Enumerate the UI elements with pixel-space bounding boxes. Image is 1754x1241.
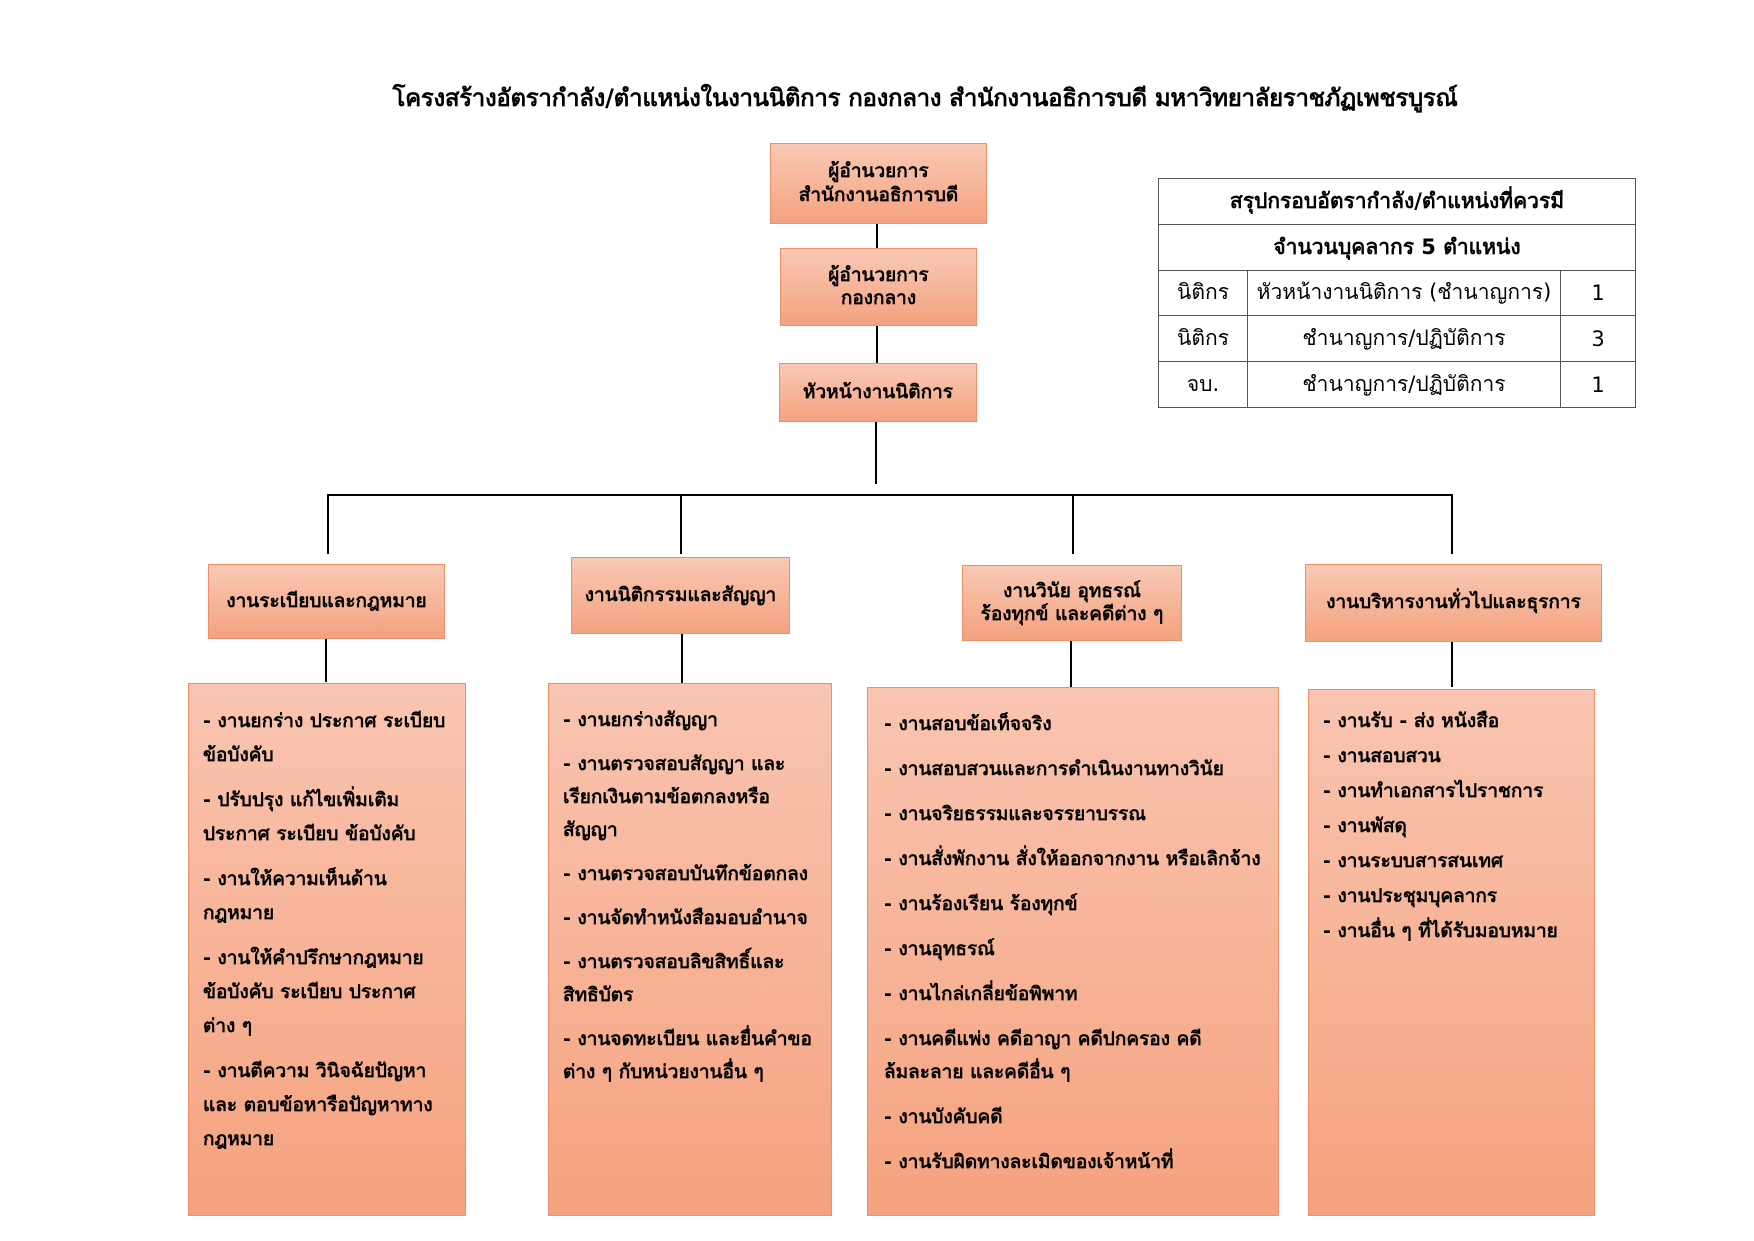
legal-head-box: หัวหน้างานนิติการ bbox=[779, 363, 977, 422]
director-division-line-2: กองกลาง bbox=[840, 287, 917, 309]
unit-label: งานนิติกรรมและสัญญา bbox=[584, 583, 777, 606]
summary-count: 1 bbox=[1559, 269, 1637, 317]
task-item: - งานรับ - ส่ง หนังสือ bbox=[1323, 710, 1500, 732]
task-item: - งานระบบสารสนเทศ bbox=[1323, 850, 1504, 872]
summary-row: นิติกร ชำนาญการ/ปฏิบัติการ 3 bbox=[1158, 315, 1637, 363]
task-item: - งานไกล่เกลี่ยข้อพิพาท bbox=[884, 983, 1078, 1005]
task-item: - งานจริยธรรมและจรรยาบรรณ bbox=[884, 803, 1146, 825]
task-item: - งานสอบสวน bbox=[1323, 745, 1441, 767]
unit-label: งานบริหารงานทั่วไปและธุรการ bbox=[1326, 591, 1581, 614]
task-item: - งานประชุมบุคลากร bbox=[1323, 885, 1498, 907]
task-item: - งานตีความ วินิจฉัยปัญหา และ ตอบข้อหารื… bbox=[203, 1060, 433, 1150]
unit-label: ร้องทุกข์ และคดีต่าง ๆ bbox=[980, 603, 1164, 625]
connector-unit-2-drop bbox=[680, 494, 682, 554]
summary-subheader: จำนวนบุคลากร 5 ตำแหน่ง bbox=[1157, 223, 1637, 271]
summary-subheader-row: จำนวนบุคลากร 5 ตำแหน่ง bbox=[1157, 223, 1637, 271]
summary-header: สรุปกรอบอัตรากำลัง/ตำแหน่งที่ควรมี bbox=[1157, 178, 1637, 225]
summary-position: ชำนาญการ/ปฏิบัติการ bbox=[1247, 315, 1561, 363]
task-item: - งานจดทะเบียน และยื่นคำขอ ต่าง ๆ กับหน่… bbox=[563, 1028, 812, 1083]
task-item: - งานพัสดุ bbox=[1323, 815, 1407, 837]
unit-label: งานวินัย อุทธรณ์ bbox=[1003, 579, 1141, 602]
task-item: - งานให้คำปรึกษากฎหมาย ข้อบังคับ ระเบียบ… bbox=[203, 947, 424, 1037]
summary-type: นิติกร bbox=[1158, 269, 1248, 317]
task-panel-general-admin: - งานรับ - ส่ง หนังสือ - งานสอบสวน - งาน… bbox=[1308, 689, 1595, 1216]
task-item: - งานยกร่าง ประกาศ ระเบียบ ข้อบังคับ bbox=[203, 710, 446, 766]
connector-unit-2-panel bbox=[681, 634, 683, 683]
director-office-line-2: สำนักงานอธิการบดี bbox=[798, 183, 959, 206]
unit-box-regulations-law: งานระเบียบและกฎหมาย bbox=[208, 564, 445, 639]
task-list: - งานยกร่าง ประกาศ ระเบียบ ข้อบังคับ - ป… bbox=[203, 704, 451, 1156]
task-item: - งานคดีแพ่ง คดีอาญา คดีปกครอง คดี ล้มละ… bbox=[884, 1028, 1202, 1083]
task-item: - งานรับผิดทางละเมิดของเจ้าหน้าที่ bbox=[884, 1151, 1174, 1173]
legal-head-label: หัวหน้างานนิติการ bbox=[802, 380, 953, 403]
summary-position: ชำนาญการ/ปฏิบัติการ bbox=[1247, 361, 1561, 408]
task-item: - งานจัดทำหนังสือมอบอำนาจ bbox=[563, 907, 808, 929]
task-item: - งานบังคับคดี bbox=[884, 1106, 1003, 1128]
task-item: - งานอื่น ๆ ที่ได้รับมอบหมาย bbox=[1323, 920, 1558, 942]
task-panel-regulations-law: - งานยกร่าง ประกาศ ระเบียบ ข้อบังคับ - ป… bbox=[188, 683, 466, 1216]
summary-row: นิติกร หัวหน้างานนิติการ (ชำนาญการ) 1 bbox=[1158, 269, 1637, 317]
summary-table: สรุปกรอบอัตรากำลัง/ตำแหน่งที่ควรมี จำนวน… bbox=[1157, 178, 1637, 408]
connector-unit-3-panel bbox=[1070, 641, 1072, 687]
director-office-box: ผู้อำนวยการ สำนักงานอธิการบดี bbox=[770, 143, 987, 224]
task-item: - งานให้ความเห็นด้าน กฎหมาย bbox=[203, 868, 387, 924]
task-list: - งานยกร่างสัญญา - งานตรวจสอบสัญญา และ เ… bbox=[563, 704, 817, 1089]
unit-label: งานระเบียบและกฎหมาย bbox=[226, 589, 427, 612]
connector-unit-4-drop bbox=[1451, 494, 1453, 554]
director-office-line-1: ผู้อำนวยการ bbox=[828, 160, 929, 183]
task-list: - งานรับ - ส่ง หนังสือ - งานสอบสวน - งาน… bbox=[1323, 704, 1580, 949]
connector-unit-1-drop bbox=[327, 494, 329, 554]
task-item: - งานอุทธรณ์ bbox=[884, 938, 995, 960]
unit-box-juristic-contracts: งานนิติกรรมและสัญญา bbox=[571, 557, 790, 634]
connector-bus bbox=[327, 494, 1453, 496]
summary-count: 1 bbox=[1559, 361, 1637, 408]
summary-type: นิติกร bbox=[1158, 315, 1248, 363]
connector-head-bus bbox=[875, 422, 877, 484]
director-division-line-1: ผู้อำนวยการ bbox=[828, 263, 929, 286]
connector-unit-4-panel bbox=[1451, 642, 1453, 687]
summary-header-row: สรุปกรอบอัตรากำลัง/ตำแหน่งที่ควรมี bbox=[1157, 178, 1637, 225]
summary-type: จบ. bbox=[1158, 361, 1248, 408]
connector-middle-head bbox=[876, 326, 878, 363]
task-item: - งานสอบสวนและการดำเนินงานทางวินัย bbox=[884, 758, 1224, 780]
task-item: - งานยกร่างสัญญา bbox=[563, 709, 718, 731]
connector-unit-1-panel bbox=[325, 639, 327, 682]
task-item: - งานตรวจสอบลิขสิทธิ์และ สิทธิบัตร bbox=[563, 951, 785, 1006]
task-item: - ปรับปรุง แก้ไขเพิ่มเติม ประกาศ ระเบียบ… bbox=[203, 789, 416, 845]
task-list: - งานสอบข้อเท็จจริง - งานสอบสวนและการดำเ… bbox=[884, 708, 1264, 1179]
connector-top-middle bbox=[876, 224, 878, 248]
task-item: - งานร้องเรียน ร้องทุกข์ bbox=[884, 893, 1078, 915]
task-panel-discipline-appeals: - งานสอบข้อเท็จจริง - งานสอบสวนและการดำเ… bbox=[867, 687, 1279, 1216]
page-title: โครงสร้างอัตรากำลัง/ตำแหน่งในงานนิติการ … bbox=[392, 84, 1458, 112]
connector-unit-3-drop bbox=[1072, 494, 1074, 554]
summary-row: จบ. ชำนาญการ/ปฏิบัติการ 1 bbox=[1158, 361, 1637, 408]
director-division-box: ผู้อำนวยการ กองกลาง bbox=[780, 248, 977, 326]
task-item: - งานตรวจสอบสัญญา และ เรียกเงินตามข้อตกล… bbox=[563, 753, 786, 841]
task-item: - งานสั่งพักงาน สั่งให้ออกจากงาน หรือเลิ… bbox=[884, 848, 1261, 870]
unit-box-general-admin: งานบริหารงานทั่วไปและธุรการ bbox=[1305, 564, 1602, 642]
task-item: - งานสอบข้อเท็จจริง bbox=[884, 713, 1052, 735]
task-item: - งานทำเอกสารไปราชการ bbox=[1323, 780, 1544, 802]
task-item: - งานตรวจสอบบันทึกข้อตกลง bbox=[563, 863, 809, 885]
summary-position: หัวหน้างานนิติการ (ชำนาญการ) bbox=[1247, 269, 1561, 317]
unit-box-discipline-appeals: งานวินัย อุทธรณ์ ร้องทุกข์ และคดีต่าง ๆ bbox=[962, 565, 1182, 641]
summary-count: 3 bbox=[1559, 315, 1637, 363]
task-panel-juristic-contracts: - งานยกร่างสัญญา - งานตรวจสอบสัญญา และ เ… bbox=[548, 683, 832, 1216]
